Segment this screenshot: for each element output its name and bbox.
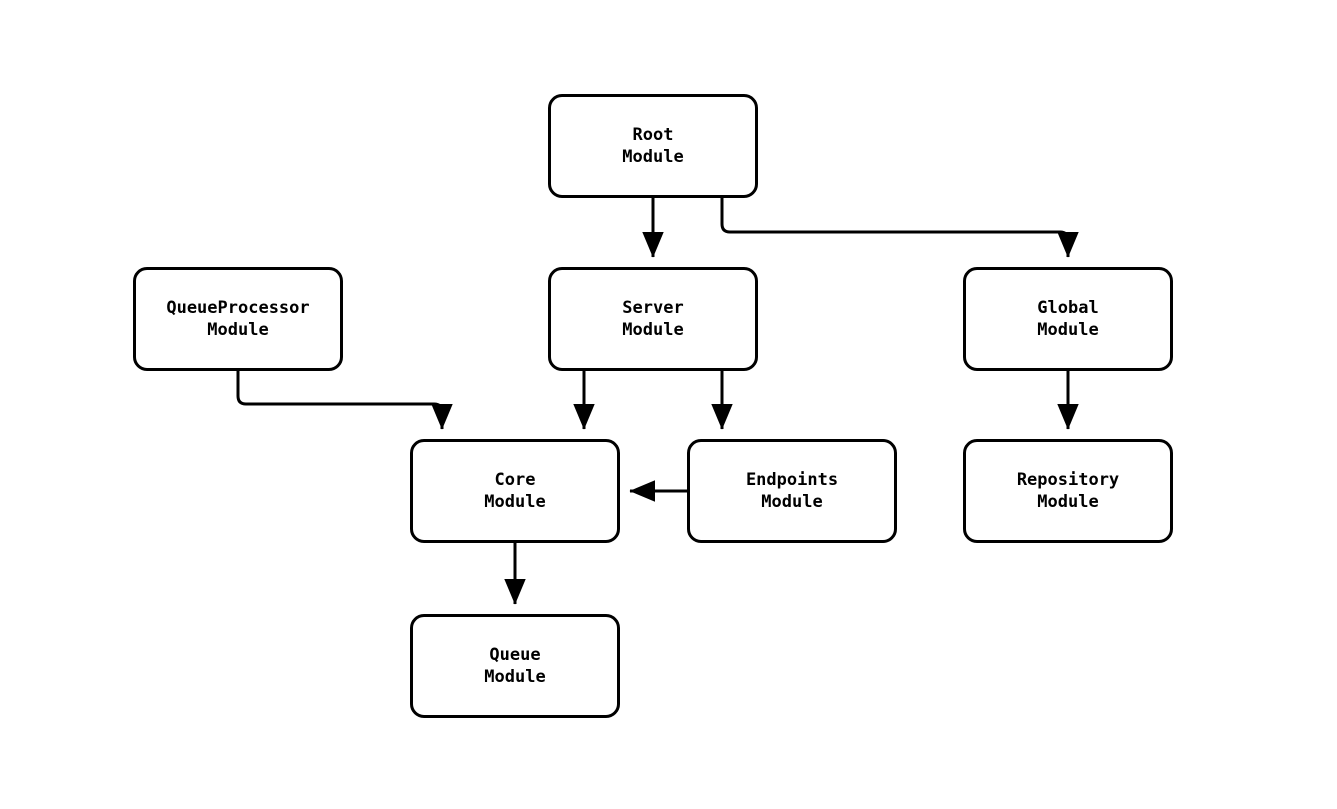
node-label-queue-module: Queue Module (484, 645, 546, 687)
node-global-module[interactable]: Global Module (963, 267, 1173, 371)
node-endpoints-module[interactable]: Endpoints Module (687, 439, 897, 543)
edge-queueprocessor-core (236, 371, 453, 430)
node-label-root-module: Root Module (622, 125, 684, 167)
edge-root-global (720, 198, 1079, 258)
node-label-endpoints-module: Endpoints Module (745, 470, 839, 512)
node-label-queueprocessor-module: QueueProcessor Module (166, 298, 310, 340)
node-root-module[interactable]: Root Module (548, 94, 758, 198)
node-server-module[interactable]: Server Module (548, 267, 758, 371)
node-core-module[interactable]: Core Module (410, 439, 620, 543)
node-queue-module[interactable]: Queue Module (410, 614, 620, 718)
node-label-global-module: Global Module (1037, 298, 1099, 340)
node-label-repository-module: Repository Module (1016, 470, 1120, 512)
node-label-server-module: Server Module (622, 298, 684, 340)
node-queueprocessor-module[interactable]: QueueProcessor Module (133, 267, 343, 371)
node-repository-module[interactable]: Repository Module (963, 439, 1173, 543)
node-label-core-module: Core Module (484, 470, 546, 512)
